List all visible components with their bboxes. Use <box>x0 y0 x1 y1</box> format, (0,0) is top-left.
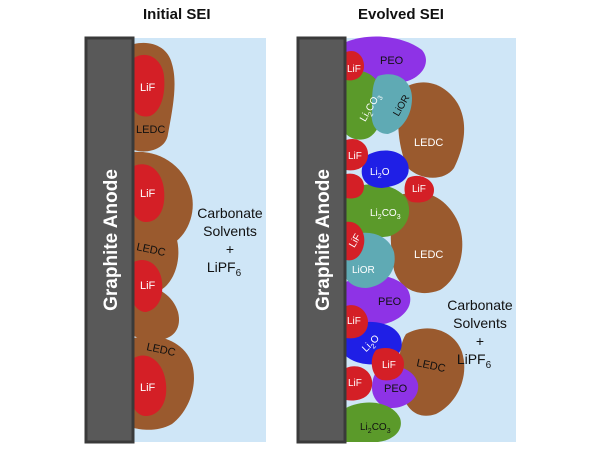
li2o-particle <box>361 150 409 188</box>
lior-label: LiOR <box>352 265 375 276</box>
li2co3-label: Li2CO3 <box>370 208 401 221</box>
graphite-anode <box>296 36 347 444</box>
lif-label: LiF <box>348 151 362 162</box>
ledc-label: LEDC <box>135 241 166 259</box>
lif-label: LiF <box>382 360 396 371</box>
ledc-label: LEDC <box>414 249 443 261</box>
lif-particle <box>404 175 434 203</box>
lif-particle <box>134 54 165 117</box>
lif-particle <box>371 347 404 381</box>
ledc-label: LEDC <box>136 124 165 136</box>
electrolyte-label-line1: Carbonate <box>447 297 513 313</box>
lior-particle <box>371 74 412 134</box>
electrolyte-label-line1: Carbonate <box>197 205 263 221</box>
lif-label: LiF <box>140 188 156 200</box>
li2co3-particle <box>346 402 401 442</box>
electrolyte-label-line2: Solvents <box>453 315 507 331</box>
li2co3-particle <box>346 184 410 238</box>
evolved-sei-title: Evolved SEI <box>358 6 444 23</box>
li2co3-label: Li2CO3 <box>360 422 391 435</box>
peo-label: PEO <box>380 55 404 67</box>
electrolyte-plus: + <box>226 241 234 257</box>
lif-particle <box>346 50 364 81</box>
lif-label: LiF <box>412 184 426 195</box>
lif-label: LiF <box>140 82 156 94</box>
lif-particle <box>134 355 167 416</box>
electrolyte-label-line2: Solvents <box>203 223 257 239</box>
ledc-label: LEDC <box>415 357 446 375</box>
electrolyte-salt: LiPF6 <box>207 259 242 279</box>
evolved-sei-panel: Graphite Anode PEO LiF Li2CO3 LiOR LEDC … <box>296 36 516 444</box>
ledc-particle <box>390 192 463 294</box>
lif-particle <box>134 260 163 312</box>
peo-label: PEO <box>378 296 402 308</box>
electrolyte-plus: + <box>476 333 484 349</box>
ledc-label: LEDC <box>414 137 443 149</box>
anode-label: Graphite Anode <box>101 169 122 311</box>
lif-particle <box>134 164 165 222</box>
initial-sei-title: Initial SEI <box>143 6 211 23</box>
lif-label: LiF <box>347 64 361 75</box>
li2o-label: Li2O <box>370 167 390 180</box>
lif-particle <box>346 173 364 199</box>
lif-label: LiF <box>348 378 362 389</box>
lif-label: LiF <box>347 316 361 327</box>
lif-particle <box>346 305 368 339</box>
graphite-anode <box>84 36 135 444</box>
initial-sei-panel: Graphite Anode LiF LEDC LiF LEDC LiF LED… <box>84 36 266 444</box>
electrolyte-salt: LiPF6 <box>457 351 492 371</box>
ledc-particle <box>398 82 465 178</box>
lif-label: LiF <box>140 280 156 292</box>
lif-particle <box>346 221 365 261</box>
ledc-label: LEDC <box>145 341 176 359</box>
lif-particle <box>346 138 368 171</box>
lif-particle <box>346 366 373 401</box>
lif-label: LiF <box>140 382 156 394</box>
peo-particle <box>346 36 426 84</box>
peo-label: PEO <box>384 383 408 395</box>
anode-label: Graphite Anode <box>313 169 334 311</box>
